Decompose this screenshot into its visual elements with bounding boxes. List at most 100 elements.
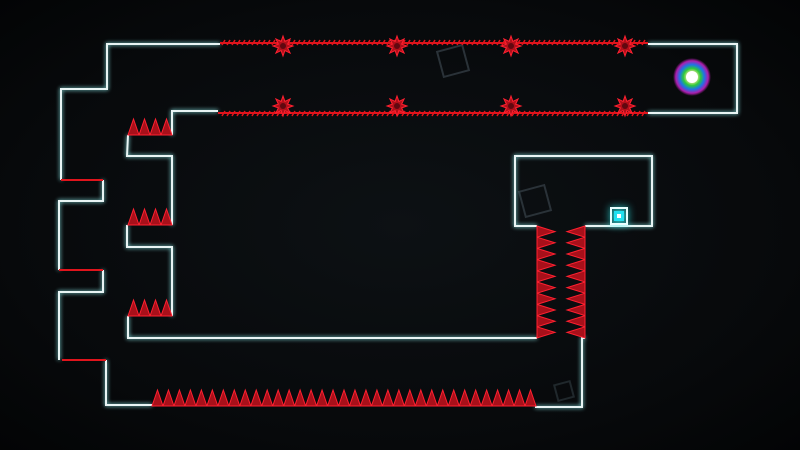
hazard-hatch [476,39,481,46]
spike [565,270,586,283]
hazard-hatch [321,39,326,46]
hazard-hatch [346,39,351,46]
hazard-hatch [331,110,336,117]
hazard-hatch [236,110,241,117]
spike [502,388,515,407]
hazard-hatch [416,110,421,117]
hazard-hatch [271,39,276,46]
hazard-hatch [326,39,331,46]
hazard-hatch [321,110,326,117]
hazard-hatch [496,110,501,117]
spike [392,388,406,407]
hazard-hatch [591,110,596,117]
hazard-hatch [301,39,306,46]
spike [565,281,586,294]
hazard-hatch [326,110,331,117]
hazard-hatch [361,110,366,117]
hazard-hatch [566,39,571,46]
hazard-hatch [536,110,541,117]
hazard-hatch [406,110,411,117]
spike [304,388,318,407]
spike [138,117,151,136]
spike [565,326,586,339]
spike [536,258,557,272]
hazard-hatch [581,110,586,117]
sawblade-icon [385,34,409,58]
spike [149,117,162,136]
hazard-hatch [551,110,556,117]
hazard-hatch [431,39,436,46]
hazard-hatch [466,110,471,117]
hazard-hatch [301,110,306,117]
hazard-hatch [526,110,531,117]
hazard-hatch [411,39,416,46]
hazard-hatch [331,39,336,46]
hazard-hatch [581,39,586,46]
spike [151,388,164,407]
hazard-hatch [476,110,481,117]
hazard-hatch [546,110,551,117]
hazard-hatch [546,39,551,46]
hazard-hatch [481,110,486,117]
spike [195,388,208,407]
hazard-hatch [576,39,581,46]
hazard-hatch [611,39,616,46]
hazard-hatch [231,39,236,46]
spike [239,388,252,407]
hazard-hatch [431,110,436,117]
hazard-hatch [631,110,636,117]
spike [162,388,175,407]
hazard-hatch [296,110,301,117]
exit-portal-icon [673,58,711,96]
hazard-hatch [266,110,271,117]
hazard-hatch [406,39,411,46]
hazard-hatch [586,110,591,117]
hazard-hatch [421,110,426,117]
hazard-hatch [251,39,256,46]
sawblade-icon [271,34,295,58]
hazard-hatch [601,39,606,46]
spike [536,326,557,339]
hazard-hatch [456,39,461,46]
hazard-hatch [496,39,501,46]
exit-corridor-wall [648,43,738,114]
hazard-hatch [526,39,531,46]
spike [138,207,151,226]
hazard-hatch [256,39,261,46]
hazard-hatch [246,39,251,46]
hazard-hatch [521,39,526,46]
hazard-hatch [451,39,456,46]
hazard-hatch [436,39,441,46]
hazard-hatch [376,39,381,46]
hazard-hatch [356,110,361,117]
hazard-hatch [606,39,611,46]
hazard-hatch [306,110,311,117]
hazard-hatch [351,110,356,117]
hazard-hatch [361,39,366,46]
hazard-hatch [231,110,236,117]
spike [536,225,557,238]
spike [337,388,351,407]
checkpoint-marker-icon [517,183,553,219]
hazard-hatch [311,110,316,117]
sawblade-icon [499,94,523,118]
spike [536,270,557,283]
inner-wall [125,110,537,339]
spike [326,388,340,407]
spike [173,388,186,407]
spike [469,388,482,407]
hazard-hatch [541,39,546,46]
hazard-hatch [441,110,446,117]
hazard-hatch [386,110,391,117]
spike [261,388,274,407]
hazard-hatch [471,39,476,46]
spike [381,388,395,407]
hazard-hatch [401,110,406,117]
spike [513,388,526,407]
hazard-hatch [421,39,426,46]
spike [565,225,586,238]
spike [458,388,471,407]
spike [206,388,219,407]
